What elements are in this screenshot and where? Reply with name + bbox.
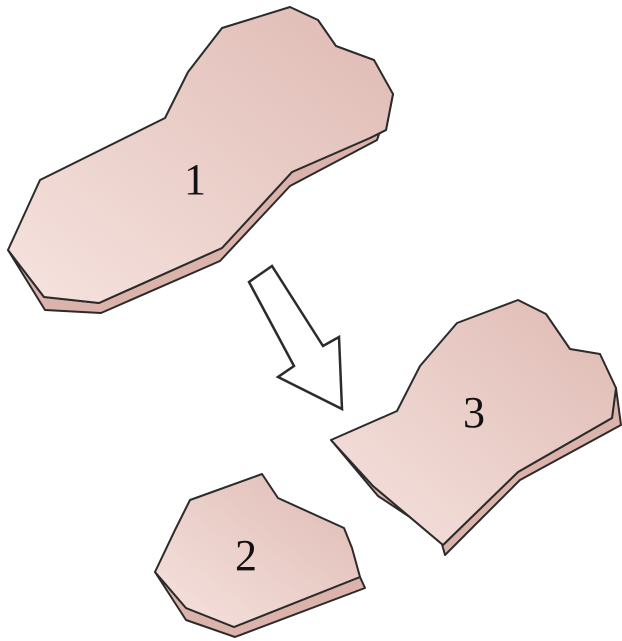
piece-1-label: 1 (184, 155, 206, 204)
piece-3-label: 3 (463, 388, 485, 437)
piece-2-top (155, 474, 360, 627)
piece-3: 3 (331, 300, 621, 555)
hollow-arrow-icon (249, 266, 342, 409)
piece-2: 2 (155, 474, 365, 637)
piece-2-label: 2 (235, 531, 257, 580)
arrow-shape (249, 266, 342, 409)
piece-1: 1 (8, 7, 393, 313)
